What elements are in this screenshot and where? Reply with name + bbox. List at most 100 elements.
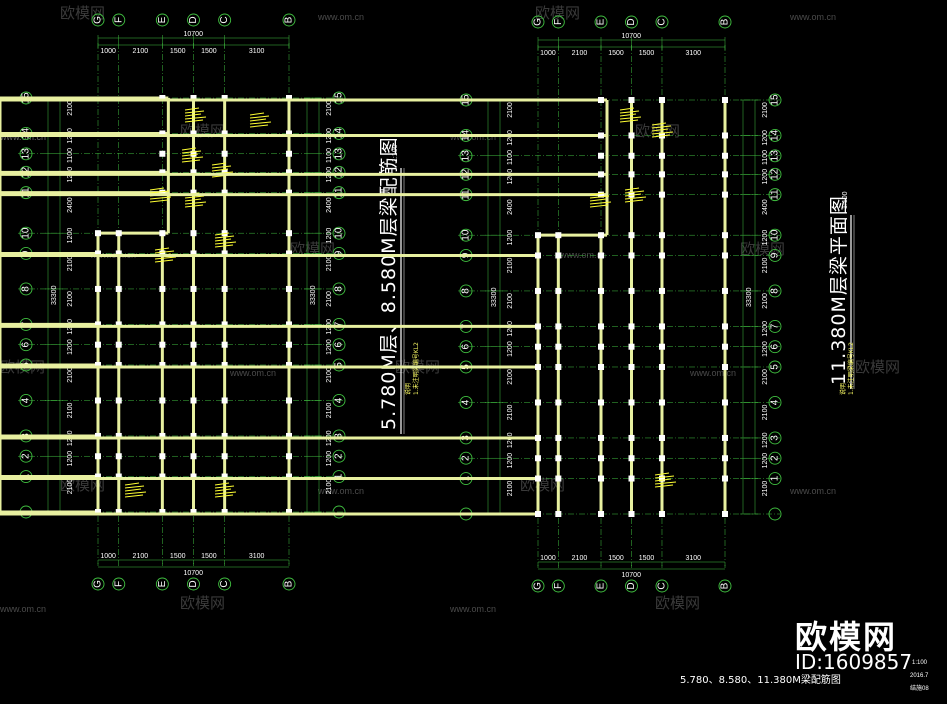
- dimension-segment-label: 2100: [762, 102, 769, 118]
- structural-column: [95, 509, 101, 515]
- structural-column: [286, 321, 292, 328]
- structural-column: [658, 171, 665, 178]
- watermark-url: www.om.cn: [449, 132, 496, 142]
- axis-bubble: [459, 451, 473, 465]
- axis-label-row: 12: [334, 166, 345, 178]
- dimension-segment-label: 2100: [326, 100, 333, 116]
- structural-column: [535, 232, 541, 239]
- structural-column: [95, 473, 101, 480]
- structural-column: [555, 399, 562, 406]
- rebar-stroke: [589, 195, 610, 199]
- axis-bubble: [332, 338, 346, 352]
- axis-label-column: F: [553, 19, 564, 25]
- axis-bubble: [332, 358, 346, 372]
- axis-bubble: [112, 13, 126, 27]
- dimension-segment-label: 3100: [685, 50, 701, 57]
- dimension-segment-label: 2100: [326, 256, 333, 272]
- structural-column: [658, 191, 665, 198]
- rebar-stroke: [654, 478, 672, 482]
- structural-column: [535, 475, 541, 482]
- rebar-stroke: [214, 241, 237, 245]
- rebar-stroke: [184, 119, 204, 123]
- rebar-annotation: [654, 472, 677, 488]
- rebar-stroke: [154, 250, 175, 254]
- structural-column: [535, 511, 541, 517]
- axis-bubble: [718, 15, 732, 29]
- dimension-segment-label: 2400: [326, 197, 333, 213]
- structural-column: [658, 97, 665, 103]
- rebar-stroke: [184, 201, 207, 205]
- axis-label-column: C: [656, 18, 667, 25]
- dimension-segment-label: 1200: [507, 230, 514, 246]
- dimension-segment-label: 1100: [762, 150, 769, 165]
- structural-column: [628, 287, 635, 294]
- axis-label-row: 11: [334, 187, 345, 198]
- axis-bubble: [655, 15, 669, 29]
- structural-column: [159, 341, 166, 348]
- axis-bubble: [459, 284, 473, 298]
- structural-column: [658, 152, 665, 159]
- dimension-segment-label: 1200: [762, 453, 769, 469]
- dimension-segment-label: 2100: [507, 258, 514, 274]
- axis-bubble: [332, 226, 346, 240]
- dimension-total-label: 10700: [184, 570, 204, 577]
- dimension-segment-label: 3100: [249, 48, 265, 55]
- dimension-segment-label: 1500: [608, 50, 624, 57]
- dimension-segment-label: 1200: [762, 169, 769, 185]
- dimension-segment-label: 1500: [170, 48, 186, 55]
- axis-label-row: 3: [770, 435, 781, 441]
- rebar-stroke: [124, 485, 145, 489]
- structural-column: [190, 361, 197, 368]
- axis-label-column: E: [596, 18, 607, 25]
- rebar-stroke: [124, 494, 144, 498]
- dimension-segment-label: 1200: [762, 432, 769, 448]
- structural-column: [658, 343, 665, 350]
- structural-column: [535, 323, 541, 330]
- rebar-stroke: [149, 190, 170, 194]
- dimension-segment-label: 2100: [762, 481, 769, 497]
- structural-column: [221, 361, 228, 368]
- dimension-segment-label: 1000: [100, 48, 116, 55]
- dimension-segment-label: 1500: [201, 48, 217, 55]
- dimension-total-label: 10700: [184, 31, 204, 38]
- structural-column: [722, 252, 728, 259]
- axis-label-row: 1: [334, 473, 345, 479]
- dimension-segment-label: 2100: [133, 553, 149, 560]
- structural-column: [658, 399, 665, 406]
- axis-label-column: B: [720, 582, 731, 589]
- structural-column: [628, 475, 635, 482]
- watermark-brand: 欧模网: [180, 594, 225, 612]
- rebar-stroke: [651, 125, 672, 129]
- structural-column: [95, 361, 101, 368]
- axis-bubble: [768, 451, 782, 465]
- axis-label-row: 9: [770, 252, 781, 258]
- structural-column: [598, 511, 605, 517]
- axis-label-row: 4: [21, 397, 32, 403]
- axis-bubble: [155, 577, 169, 591]
- axis-label-row: 4: [334, 397, 345, 403]
- structural-column: [159, 285, 166, 292]
- axis-label-row: 2: [461, 455, 472, 461]
- dimension-segment-label: 3100: [249, 553, 265, 560]
- structural-column: [722, 511, 728, 517]
- structural-column: [190, 169, 197, 176]
- dimension-segment-label: 1200: [507, 169, 514, 185]
- structural-column: [658, 434, 665, 441]
- structural-column: [535, 252, 541, 259]
- rebar-stroke: [124, 488, 142, 492]
- rebar-stroke: [124, 482, 140, 486]
- dimension-segment-label: 1200: [67, 451, 74, 467]
- dimension-segment-label: 1100: [67, 148, 74, 163]
- structural-column: [286, 361, 292, 368]
- axis-bubble: [768, 284, 782, 298]
- structural-column: [159, 230, 166, 237]
- axis-bubble: [768, 472, 782, 485]
- axis-label-column: B: [720, 18, 731, 25]
- rebar-stroke: [249, 115, 270, 119]
- structural-column: [658, 232, 665, 239]
- rebar-stroke: [181, 150, 202, 154]
- structural-column: [221, 453, 228, 460]
- axis-bubble: [218, 13, 232, 27]
- structural-column: [628, 511, 635, 517]
- dimension-segment-label: 2100: [572, 555, 588, 562]
